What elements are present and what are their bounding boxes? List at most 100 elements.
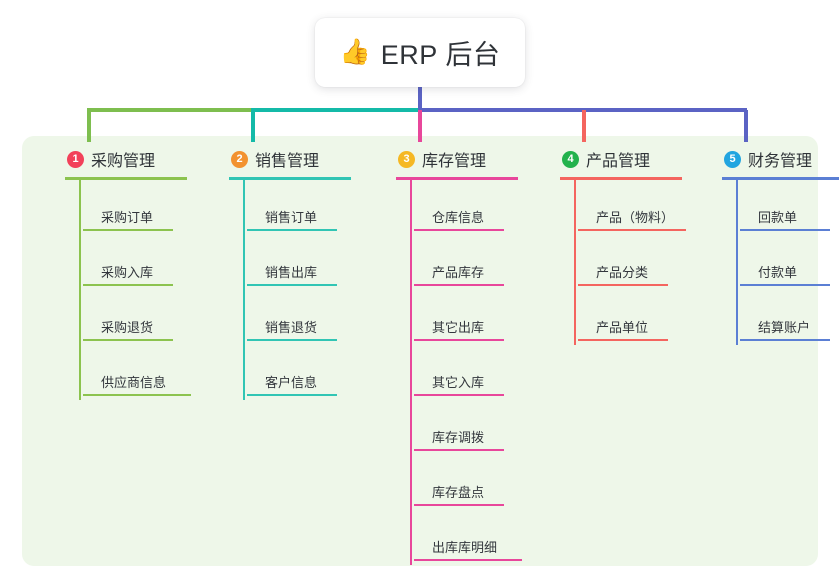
branch-item-underline [247, 339, 337, 341]
branch-item[interactable]: 其它入库 [414, 345, 546, 400]
branch-item[interactable]: 结算账户 [740, 290, 839, 345]
branch-item-label: 客户信息 [265, 375, 318, 390]
root-node-title: ERP 后台 [380, 40, 501, 70]
branch-item-label: 库存调拨 [432, 430, 485, 445]
branch-column: 3 库存管理仓库信息产品库存其它出库其它入库库存调拨库存盘点出库库明细 [396, 136, 546, 565]
branch-item-label: 结算账户 [758, 320, 811, 335]
branch-item-label: 库存盘点 [432, 485, 485, 500]
branch-item-underline [247, 284, 337, 286]
branch-item[interactable]: 库存盘点 [414, 455, 546, 510]
branch-header[interactable]: 1 采购管理 [65, 144, 215, 174]
branch-item-underline [578, 284, 668, 286]
branch-header[interactable]: 4 产品管理 [560, 144, 710, 174]
branch-item-label: 出库库明细 [432, 540, 498, 555]
branch-item[interactable]: 采购退货 [83, 290, 215, 345]
branch-item[interactable]: 产品分类 [578, 235, 710, 290]
branch-index-badge: 4 [562, 150, 579, 168]
branch-item-underline [414, 229, 504, 231]
connector-bar-green [87, 108, 253, 112]
branch-index-badge: 1 [67, 150, 84, 168]
branch-item[interactable]: 产品单位 [578, 290, 710, 345]
branch-item-underline [83, 339, 173, 341]
branch-item-underline [414, 339, 504, 341]
branch-item-underline [414, 449, 504, 451]
branch-item[interactable]: 其它出库 [414, 290, 546, 345]
branch-item-label: 采购入库 [101, 265, 154, 280]
branch-item[interactable]: 客户信息 [247, 345, 379, 400]
branch-title: 产品管理 [586, 153, 651, 170]
connector-drop-product [582, 110, 586, 142]
branch-item-underline [414, 504, 504, 506]
branch-spine [574, 180, 576, 345]
branch-index-badge: 2 [231, 150, 248, 168]
branch-item-label: 产品库存 [432, 265, 485, 280]
branch-item-underline [247, 229, 337, 231]
branch-item-list: 回款单付款单结算账户 [722, 180, 839, 345]
branch-item-underline [414, 394, 504, 396]
branch-item-label: 其它入库 [432, 375, 485, 390]
branch-item[interactable]: 付款单 [740, 235, 839, 290]
branch-item[interactable]: 供应商信息 [83, 345, 215, 400]
branch-item-label: 产品分类 [596, 265, 649, 280]
branch-item[interactable]: 销售出库 [247, 235, 379, 290]
branch-item-list: 产品（物料） 产品分类产品单位 [560, 180, 710, 345]
connector-root-stem [418, 86, 422, 110]
branch-item-label: 仓库信息 [432, 210, 485, 225]
branch-index-badge: 3 [398, 150, 415, 168]
branch-item-underline [578, 229, 686, 231]
branch-item-list: 仓库信息产品库存其它出库其它入库库存调拨库存盘点出库库明细 [396, 180, 546, 565]
branch-item[interactable]: 采购订单 [83, 180, 215, 235]
branch-title: 采购管理 [91, 153, 156, 170]
branch-item-underline [740, 229, 830, 231]
thumbs-up-icon: 👍 [339, 38, 371, 66]
branch-item[interactable]: 仓库信息 [414, 180, 546, 235]
branch-item-label: 采购订单 [101, 210, 154, 225]
branch-column: 4 产品管理产品（物料） 产品分类产品单位 [560, 136, 710, 345]
branch-title: 财务管理 [748, 153, 813, 170]
branch-item-label: 产品（物料） [596, 210, 675, 225]
connector-drop-inventory [418, 110, 422, 142]
branch-item[interactable]: 采购入库 [83, 235, 215, 290]
branch-item-label: 销售订单 [265, 210, 318, 225]
branch-item[interactable]: 库存调拨 [414, 400, 546, 455]
branch-underline [229, 177, 351, 180]
connector-drop-sales [251, 110, 255, 142]
branch-item-underline [83, 284, 173, 286]
branch-item[interactable]: 销售订单 [247, 180, 379, 235]
branch-item-list: 采购订单采购入库采购退货供应商信息 [65, 180, 215, 400]
branch-item-underline [414, 284, 504, 286]
branch-spine [736, 180, 738, 345]
branch-item-label: 回款单 [758, 210, 798, 225]
root-node-card[interactable]: 👍 ERP 后台 [315, 18, 525, 87]
branch-spine [79, 180, 81, 400]
branch-item[interactable]: 产品库存 [414, 235, 546, 290]
branch-title: 库存管理 [422, 153, 487, 170]
diagram-panel [22, 136, 818, 566]
branch-item-label: 供应商信息 [101, 375, 167, 390]
branch-spine [243, 180, 245, 400]
branch-item[interactable]: 产品（物料） [578, 180, 710, 235]
branch-item[interactable]: 出库库明细 [414, 510, 546, 565]
branch-underline [65, 177, 187, 180]
branch-item-underline [83, 229, 173, 231]
branch-item-label: 销售退货 [265, 320, 318, 335]
branch-item-label: 其它出库 [432, 320, 485, 335]
branch-item-label: 产品单位 [596, 320, 649, 335]
root-node-content: 👍 ERP 后台 [340, 33, 501, 72]
branch-header[interactable]: 3 库存管理 [396, 144, 546, 174]
branch-item-underline [414, 559, 522, 561]
branch-item[interactable]: 销售退货 [247, 290, 379, 345]
branch-item-label: 付款单 [758, 265, 798, 280]
branch-item-underline [83, 394, 191, 396]
connector-drop-finance [744, 110, 748, 142]
branch-item-list: 销售订单销售出库销售退货客户信息 [229, 180, 379, 400]
branch-underline [560, 177, 682, 180]
connector-bar-teal [251, 108, 420, 112]
branch-item[interactable]: 回款单 [740, 180, 839, 235]
branch-item-label: 销售出库 [265, 265, 318, 280]
